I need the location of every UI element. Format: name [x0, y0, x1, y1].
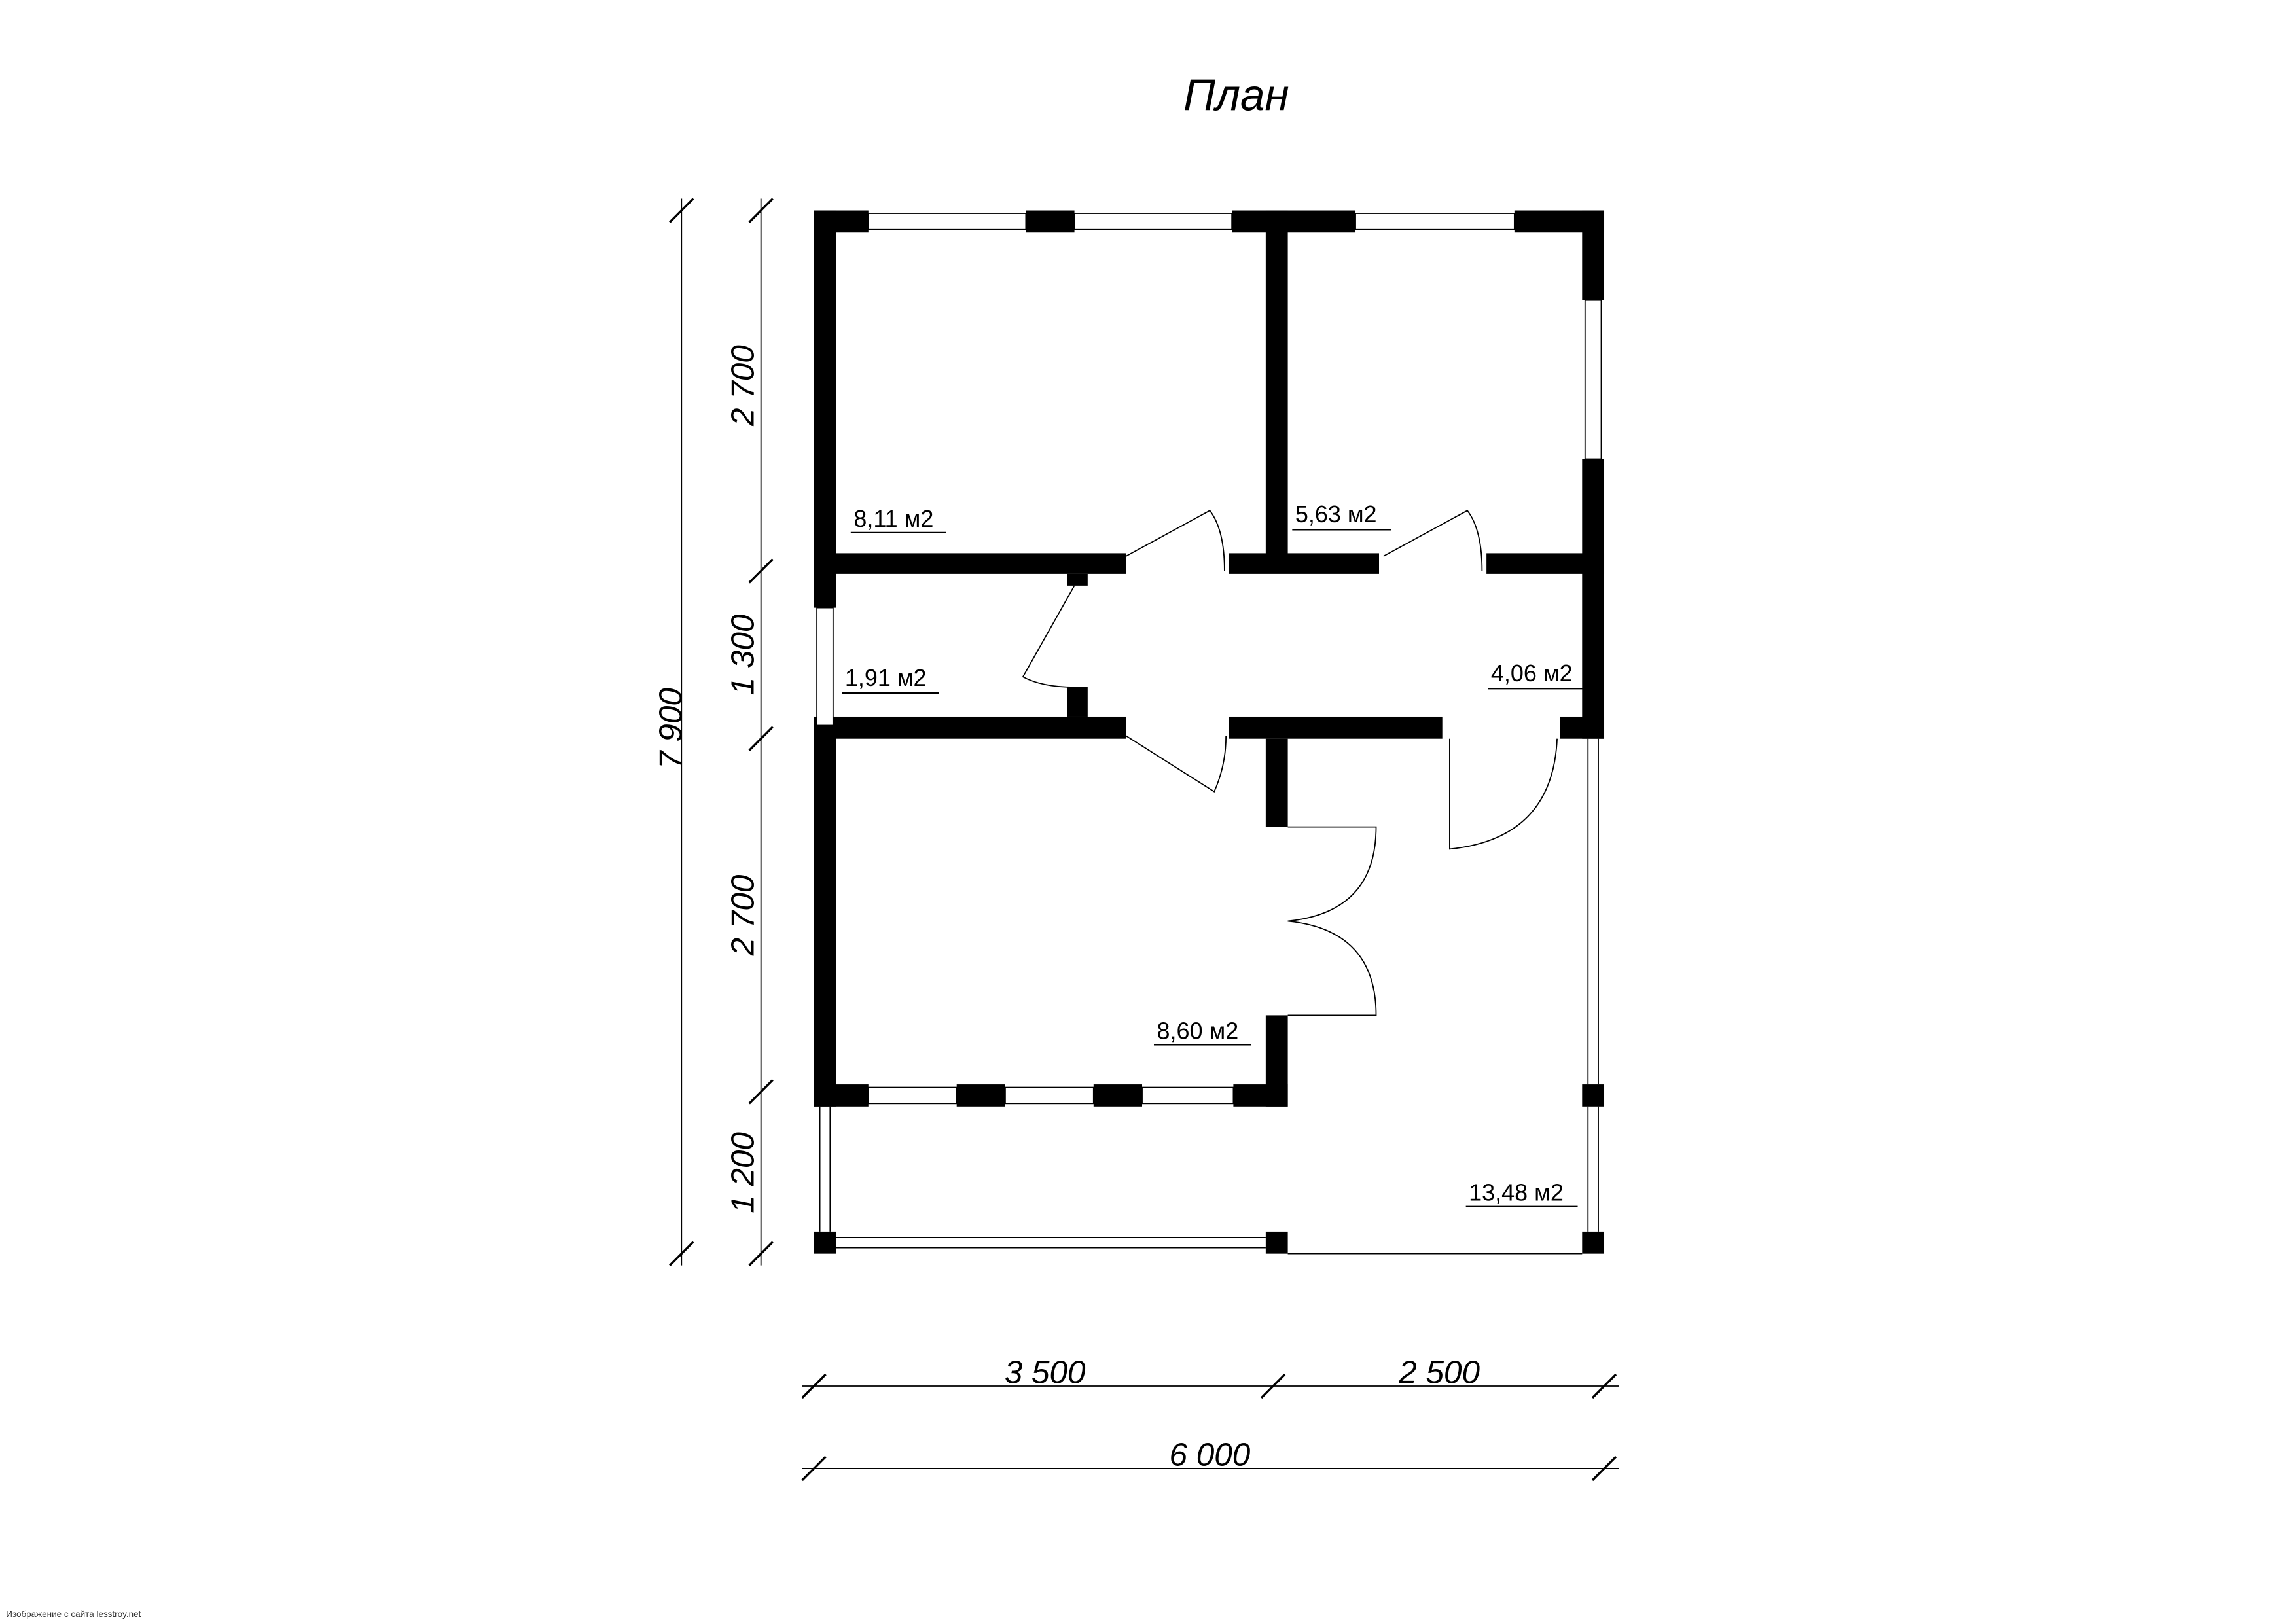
dimension-total-vertical: 7 900	[653, 688, 689, 769]
room-area-label: 1,91 м2	[845, 664, 927, 691]
dimension-lines: 7 900 2 700 1 300 2 700 1 200 3 500 2 50…	[653, 198, 1619, 1482]
watermark: Изображение с сайта lesstroy.net	[6, 1609, 141, 1619]
walls	[814, 210, 1605, 1254]
room-area-label: 5,63 м2	[1295, 501, 1377, 527]
room-labels: 8,11 м2 5,63 м2 1,91 м2 4,06 м2 8,60 м2 …	[842, 501, 1584, 1207]
plan-title: План	[1183, 71, 1289, 120]
room-area-label: 4,06 м2	[1491, 660, 1573, 687]
terrace-railings	[819, 738, 1599, 1255]
dimension-segment: 1 200	[725, 1132, 761, 1213]
dimension-segment: 1 300	[725, 614, 761, 695]
dimension-segment: 3 500	[1005, 1355, 1086, 1391]
room-area-label: 8,60 м2	[1157, 1017, 1238, 1044]
doors	[1022, 510, 1558, 1016]
dimension-total-horizontal: 6 000	[1170, 1436, 1251, 1472]
room-area-label: 13,48 м2	[1469, 1179, 1564, 1206]
dimension-segment: 2 700	[725, 874, 761, 956]
windows	[816, 213, 1602, 1105]
room-area-label: 8,11 м2	[853, 505, 933, 532]
dimension-segment: 2 500	[1398, 1355, 1480, 1391]
dimension-segment: 2 700	[725, 345, 761, 427]
